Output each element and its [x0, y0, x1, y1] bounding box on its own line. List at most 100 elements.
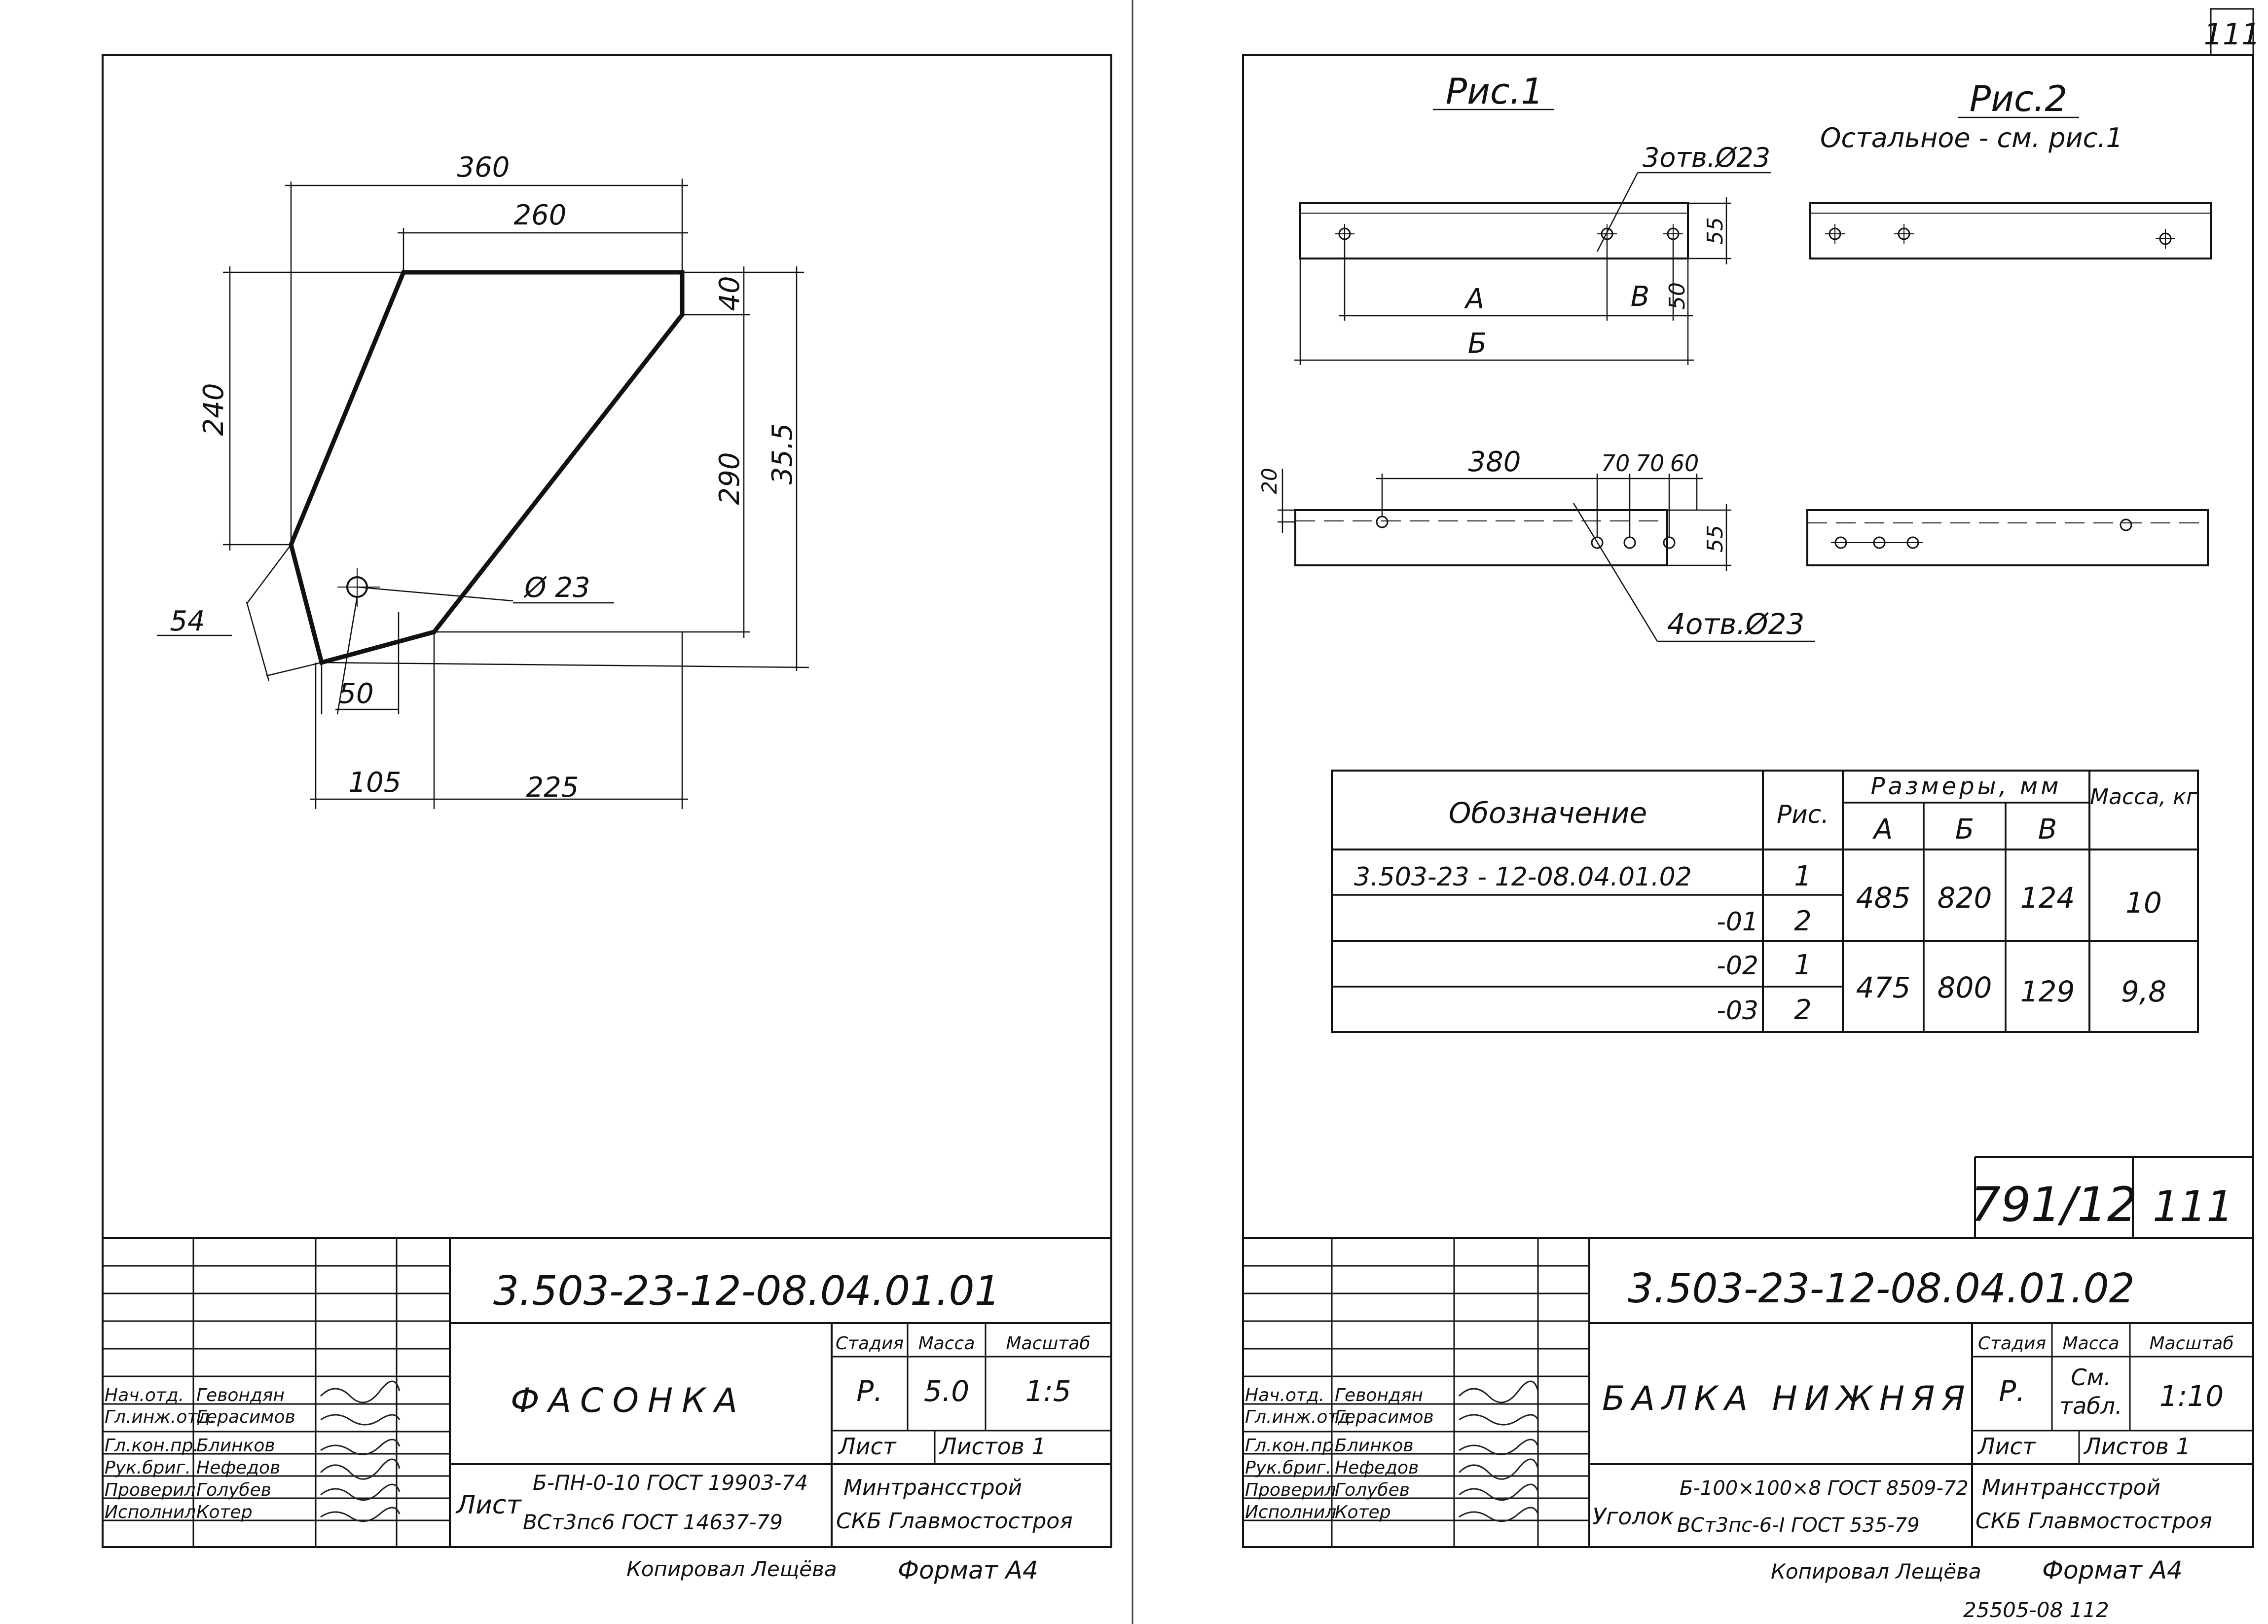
right-scale-value: 1:10 [2159, 1379, 2224, 1413]
table-row-3-figure: 1 [1794, 949, 1812, 981]
archive-number-box [1974, 1156, 2253, 1238]
table-header-V: В [2038, 813, 2057, 846]
dim-60: 60 [1670, 450, 1699, 477]
table-group1-V: 124 [2020, 881, 2075, 915]
spec-table-text: Обозначение Рис. Размеры, мм Масса, кг А… [1354, 773, 2198, 1026]
dim-40: 40 [714, 276, 746, 311]
right-mass-value-line2: табл. [2059, 1393, 2122, 1419]
dim-355: 35.5 [767, 423, 799, 485]
table-group1-mass: 10 [2125, 886, 2162, 920]
left-sheet-frame [102, 54, 1112, 1548]
archive-sheet: 111 [2153, 1182, 2233, 1231]
left-copied-by: Копировал Лещёва [626, 1557, 837, 1581]
right-stage-value: Р. [1999, 1374, 2025, 1408]
table-group1-A: 485 [1856, 881, 1911, 915]
table-group2-mass: 9,8 [2121, 975, 2166, 1008]
left-material-line2: ВСт3пс6 ГОСТ 14637-79 [523, 1510, 783, 1534]
right-name-1: Гевондян [1335, 1385, 1423, 1405]
dim-50-right: 50 [1665, 282, 1690, 310]
table-row-1-designation: 3.503-23 - 12-08.04.01.02 [1354, 862, 1692, 892]
left-stage-value: Р. [856, 1374, 882, 1408]
dim-260: 260 [514, 199, 567, 231]
table-header-B: Б [1955, 813, 1974, 846]
left-stage-header: Стадия [836, 1333, 904, 1354]
right-scale-header: Масштаб [2149, 1333, 2233, 1354]
table-row-4-figure: 2 [1794, 994, 1812, 1026]
dim-54: 54 [170, 605, 205, 637]
left-title-block [103, 1237, 1111, 1547]
left-stamp-text: 3.503-23-12-08.04.01.01 ФАСОНКА Стадия М… [455, 1268, 1091, 1585]
left-name-3: Блинков [196, 1436, 275, 1456]
dim-55-front: 55 [1703, 525, 1728, 553]
holes4-label: 4отв.Ø23 [1667, 607, 1804, 641]
right-stage-header: Стадия [1978, 1333, 2046, 1354]
dim-hole-diameter: Ø 23 [523, 572, 590, 604]
left-drawing-title: ФАСОНКА [511, 1381, 746, 1420]
right-role-4: Рук.бриг. [1245, 1458, 1331, 1478]
left-role-3: Гл.кон.пр. [105, 1436, 199, 1456]
dim-360: 360 [457, 151, 510, 184]
table-header-mass: Масса, кг [2090, 784, 2198, 810]
right-hole-crosshairs [1335, 224, 2175, 543]
left-signatures [320, 1380, 401, 1522]
right-dimension-lines [1278, 109, 2079, 642]
fig2-title: Рис.2 [1970, 78, 2068, 119]
left-dimension-lines [157, 179, 809, 809]
right-role-6: Исполнил [1245, 1502, 1336, 1522]
left-name-5: Голубев [196, 1480, 271, 1500]
dim-70-a: 70 [1601, 450, 1630, 477]
left-name-2: Герасимов [196, 1407, 295, 1427]
dim-105: 105 [349, 767, 402, 799]
fig2-top-beam [1809, 202, 2212, 259]
right-role-2: Гл.инж.отд. [1245, 1407, 1356, 1427]
table-group2-V: 129 [2020, 975, 2075, 1008]
right-signatures [1458, 1380, 1539, 1522]
left-scale-value: 1:5 [1025, 1374, 1071, 1408]
table-header-figure: Рис. [1777, 800, 1829, 829]
table-group1-B: 820 [1938, 881, 1992, 915]
left-role-6: Исполнил [105, 1502, 196, 1522]
right-holes [1338, 227, 2172, 549]
table-header-A: А [1872, 813, 1893, 846]
right-name-5: Голубев [1335, 1480, 1410, 1500]
left-drawing-code: 3.503-23-12-08.04.01.01 [493, 1268, 1000, 1315]
right-role-1: Нач.отд. [1245, 1385, 1324, 1405]
right-dimension-labels: 55 А В 50 Б 380 70 70 60 20 55 [1257, 217, 1728, 553]
spec-table-grid [1331, 770, 2199, 1033]
right-name-4: Нефедов [1335, 1458, 1419, 1478]
dim-B: Б [1468, 328, 1487, 360]
right-name-3: Блинков [1335, 1436, 1414, 1456]
right-title-block [1243, 1237, 2253, 1547]
left-org-line1: Минтрансстрой [843, 1475, 1022, 1500]
page-number: 111 [2204, 17, 2261, 52]
left-role-1: Нач.отд. [105, 1385, 184, 1405]
table-row-2-figure: 2 [1794, 905, 1812, 937]
fig1-top-beam [1299, 202, 1689, 259]
left-sheet [102, 54, 1112, 1548]
dim-50: 50 [338, 678, 373, 710]
left-format: Формат А4 [898, 1556, 1038, 1585]
dim-55-top: 55 [1703, 217, 1728, 245]
right-material-line1: Б-100×100×8 ГОСТ 8509-72 [1680, 1477, 1969, 1500]
left-name-1: Гевондян [196, 1385, 285, 1405]
right-org-line2: СКБ Главмостостроя [1975, 1509, 2212, 1534]
left-mass-header: Масса [918, 1333, 975, 1354]
table-group2-B: 800 [1938, 971, 1992, 1004]
table-row-3-designation: -02 [1717, 951, 1758, 981]
right-sheet [1242, 8, 2254, 1548]
dim-380: 380 [1468, 446, 1521, 478]
right-stamp-text: 3.503-23-12-08.04.01.02 БАЛКА НИЖНЯЯ Ста… [1592, 1265, 2234, 1622]
left-role-2: Гл.инж.отд. [105, 1407, 216, 1427]
left-name-4: Нефедов [196, 1458, 280, 1478]
table-group2-A: 475 [1856, 971, 1911, 1004]
left-org-line2: СКБ Главмостостроя [836, 1509, 1073, 1534]
right-copied-by: Копировал Лещёва [1771, 1559, 1981, 1584]
fig2-note: Остальное - см. рис.1 [1820, 122, 2123, 153]
dim-240: 240 [198, 383, 230, 436]
table-row-4-designation: -03 [1717, 996, 1758, 1026]
right-sheets-count: Листов 1 [2083, 1433, 2191, 1460]
right-mass-header: Масса [2063, 1333, 2120, 1354]
right-role-5: Проверил [1245, 1480, 1336, 1500]
table-header-designation: Обозначение [1449, 796, 1647, 830]
right-format: Формат А4 [2042, 1556, 2183, 1585]
